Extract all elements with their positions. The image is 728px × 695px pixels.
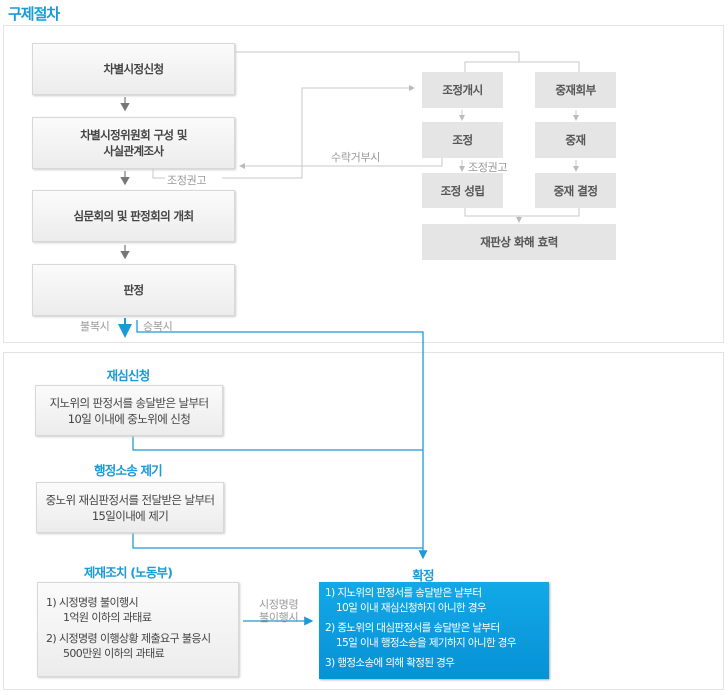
agree-label: 승복시 — [143, 320, 173, 333]
noncompliance-label: 시정명령 불이행시 — [259, 598, 299, 624]
sanction-text: 1억원 이하의 과태료 — [63, 611, 152, 624]
lawsuit-box: 중노위 재심판정서를 전달받은 날부터 15일이내에 제기 — [36, 482, 224, 533]
step-committee-investigation: 차별시정위원회 구성 및 사실관계조사 — [32, 117, 235, 169]
mediation-settled: 조정 성립 — [422, 173, 503, 208]
noncompliance-text: 시정명령 — [259, 598, 299, 611]
disagree-label: 불복시 — [80, 320, 110, 333]
noncompliance-text: 불이행시 — [259, 611, 299, 624]
arbitration-decision: 중재 결정 — [535, 173, 616, 208]
step-discrimination-application: 차별시정신청 — [32, 43, 235, 95]
sanction-text: 2) 시정명령 이행상황 제출요구 불응시 — [46, 632, 211, 645]
step-text: 차별시정위원회 구성 및 — [80, 128, 187, 142]
sanction-box: 1) 시정명령 불이행시 1억원 이하의 과태료 2) 시정명령 이행상황 제출… — [37, 582, 239, 677]
lawsuit-text: 15일이내에 제기 — [91, 508, 169, 523]
recommend-label: 조정권고 — [468, 161, 508, 174]
review-text: 10일 이내에 중노위에 신청 — [67, 411, 191, 426]
review-box: 지노위의 판정서를 송달받은 날부터 10일 이내에 중노위에 신청 — [35, 385, 223, 436]
final-text: 3) 행정소송에 의해 확정된 경우 — [325, 657, 455, 669]
final-text: 10일 이내 재심신청하지 아니한 경우 — [336, 602, 487, 614]
arbitration-referral: 중재회부 — [535, 72, 616, 108]
refuse-label: 수락거부시 — [331, 151, 381, 164]
recommend-label: 조정권고 — [167, 174, 207, 187]
settlement-effect: 재판상 화해 효력 — [422, 224, 616, 260]
arbitration: 중재 — [535, 122, 616, 158]
sanction-text: 500만원 이하의 과태료 — [63, 647, 165, 660]
mediation: 조정 — [422, 122, 503, 158]
final-text: 15일 이내 행정소송을 제기하지 아니한 경우 — [336, 637, 516, 649]
review-heading: 재심신청 — [106, 368, 151, 383]
sanction-text: 1) 시정명령 불이행시 — [46, 596, 139, 609]
step-text: 사실관계조사 — [103, 144, 164, 158]
mediation-start: 조정개시 — [422, 72, 503, 108]
final-box: 1) 지노위의 판정서를 송달받은 날부터 10일 이내 재심신청하지 아니한 … — [319, 582, 549, 679]
final-heading: 확정 — [412, 568, 434, 583]
lawsuit-text: 중노위 재심판정서를 전달받은 날부터 — [45, 492, 215, 507]
page-title: 구제절차 — [8, 5, 60, 23]
step-hearing: 심문회의 및 판정회의 개최 — [32, 190, 235, 242]
sanction-heading: 제재조치 (노동부) — [83, 565, 173, 580]
final-text: 2) 중노위의 대심판정서를 송달받은 날부터 — [325, 622, 500, 634]
review-text: 지노위의 판정서를 송달받은 날부터 — [49, 395, 209, 410]
final-text: 1) 지노위의 판정서를 송달받은 날부터 — [325, 587, 482, 599]
step-decision: 판정 — [32, 264, 235, 316]
lawsuit-heading: 행정소송 제기 — [94, 463, 163, 478]
